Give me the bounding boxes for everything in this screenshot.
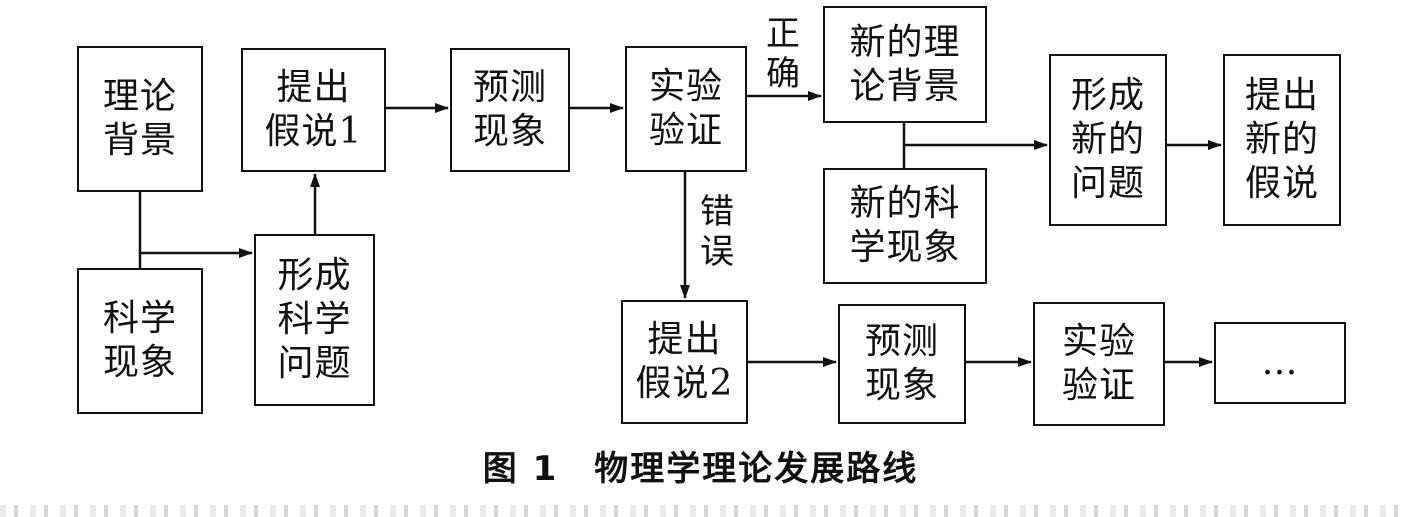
- node-label: 提出 新的 假说: [1244, 75, 1319, 204]
- node-label: 预测 现象: [472, 67, 547, 152]
- edge-label-correct: 正 确: [766, 14, 800, 94]
- node-label: 形成 新的 问题: [1070, 75, 1145, 204]
- node-form-new-question: 形成 新的 问题: [1049, 54, 1167, 226]
- node-predict-phenomenon-1: 预测 现象: [450, 48, 570, 172]
- node-scientific-phenomenon: 科学 现象: [77, 268, 203, 414]
- edge-label-wrong: 错 误: [700, 192, 734, 272]
- node-label: 新的理 论背景: [849, 21, 961, 107]
- node-label: 实验 验证: [1061, 321, 1136, 406]
- figure-caption: 图 1 物理学理论发展路线: [482, 449, 919, 489]
- node-predict-phenomenon-2: 预测 现象: [838, 304, 966, 424]
- node-new-theory-background: 新的理 论背景: [823, 6, 987, 123]
- node-label: 形成 科学 问题: [277, 255, 352, 384]
- node-new-scientific-phenomenon: 新的科 学现象: [823, 168, 987, 284]
- cropped-text-strip: [0, 505, 1401, 517]
- node-label: …: [1261, 342, 1299, 383]
- node-label: 理论 背景: [102, 76, 177, 161]
- node-label: 提出 假说2: [635, 319, 734, 404]
- node-label: 提出 假说1: [264, 67, 363, 152]
- node-propose-hypothesis-1: 提出 假说1: [241, 48, 386, 172]
- node-propose-new-hypothesis: 提出 新的 假说: [1223, 54, 1341, 226]
- node-propose-hypothesis-2: 提出 假说2: [621, 300, 748, 424]
- node-ellipsis: …: [1214, 322, 1346, 404]
- node-label: 新的科 学现象: [849, 183, 961, 268]
- node-experiment-verify-2: 实验 验证: [1033, 302, 1165, 426]
- node-label: 实验 验证: [648, 66, 723, 151]
- node-label: 预测 现象: [864, 321, 939, 406]
- node-theory-background: 理论 背景: [77, 46, 203, 192]
- node-experiment-verify-1: 实验 验证: [625, 46, 747, 172]
- node-label: 科学 现象: [102, 298, 177, 383]
- node-form-scientific-question: 形成 科学 问题: [254, 234, 375, 406]
